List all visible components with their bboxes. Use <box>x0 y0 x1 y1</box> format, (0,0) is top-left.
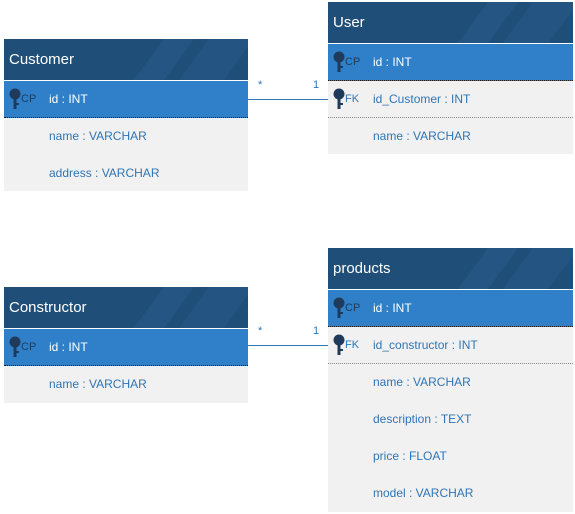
field-id: id : INT <box>49 92 88 106</box>
relation-line-constructor-products[interactable] <box>248 345 328 346</box>
products-entity[interactable]: products CP id : INT FK id_constructor :… <box>328 248 573 512</box>
key-icon <box>9 336 21 357</box>
key-label-cp: CP <box>345 56 361 68</box>
primary-key: CP <box>9 81 49 117</box>
header-stripes <box>134 39 248 80</box>
field-name: name : VARCHAR <box>49 129 147 143</box>
products-row-name[interactable]: name : VARCHAR <box>328 364 573 401</box>
products-row-id[interactable]: CP id : INT <box>328 290 573 327</box>
customer-entity[interactable]: Customer CP id : INT name : VARCHAR addr… <box>4 39 248 191</box>
user-entity-header: User <box>328 2 573 44</box>
products-row-id-constructor[interactable]: FK id_constructor : INT <box>328 327 573 364</box>
foreign-key: FK <box>333 81 373 117</box>
constructor-title: Constructor <box>9 299 87 316</box>
customer-entity-header: Customer <box>4 39 248 81</box>
key-icon <box>333 334 345 355</box>
customer-row-id[interactable]: CP id : INT <box>4 81 248 118</box>
products-title: products <box>333 260 391 277</box>
key-label-cp: CP <box>21 341 37 353</box>
cardinality-one: 1 <box>313 79 320 91</box>
products-row-model[interactable]: model : VARCHAR <box>328 475 573 512</box>
customer-row-address[interactable]: address : VARCHAR <box>4 155 248 192</box>
field-id: id : INT <box>373 55 412 69</box>
primary-key: CP <box>9 329 49 365</box>
customer-row-name[interactable]: name : VARCHAR <box>4 118 248 155</box>
user-entity[interactable]: User CP id : INT FK id_Customer : INT na… <box>328 2 573 154</box>
primary-key: CP <box>333 290 373 326</box>
field-name: name : VARCHAR <box>49 377 147 391</box>
key-icon <box>333 51 345 72</box>
cardinality-many: * <box>258 79 263 91</box>
user-title: User <box>333 14 365 31</box>
relation-line-customer-user[interactable] <box>248 99 328 100</box>
products-entity-header: products <box>328 248 573 290</box>
user-row-id-customer[interactable]: FK id_Customer : INT <box>328 81 573 118</box>
cardinality-many: * <box>258 325 263 337</box>
constructor-row-name[interactable]: name : VARCHAR <box>4 366 248 403</box>
user-row-id[interactable]: CP id : INT <box>328 44 573 81</box>
field-address: address : VARCHAR <box>49 166 160 180</box>
constructor-entity-header: Constructor <box>4 287 248 329</box>
user-row-name[interactable]: name : VARCHAR <box>328 118 573 155</box>
cardinality-one: 1 <box>313 325 320 337</box>
foreign-key: FK <box>333 327 373 363</box>
key-label-cp: CP <box>345 302 361 314</box>
key-icon <box>9 88 21 109</box>
field-id-customer: id_Customer : INT <box>373 92 471 106</box>
customer-title: Customer <box>9 51 75 68</box>
products-row-price[interactable]: price : FLOAT <box>328 438 573 475</box>
field-description: description : TEXT <box>373 412 472 426</box>
constructor-entity[interactable]: Constructor CP id : INT name : VARCHAR <box>4 287 248 403</box>
key-label-fk: FK <box>345 339 360 351</box>
key-icon <box>333 88 345 109</box>
field-model: model : VARCHAR <box>373 486 474 500</box>
primary-key: CP <box>333 44 373 80</box>
field-id: id : INT <box>49 340 88 354</box>
field-id-constructor: id_constructor : INT <box>373 338 478 352</box>
products-row-description[interactable]: description : TEXT <box>328 401 573 438</box>
key-icon <box>333 297 345 318</box>
header-stripes <box>458 248 573 289</box>
header-stripes <box>458 2 573 43</box>
field-price: price : FLOAT <box>373 449 447 463</box>
constructor-row-id[interactable]: CP id : INT <box>4 329 248 366</box>
key-label-fk: FK <box>345 93 360 105</box>
field-id: id : INT <box>373 301 412 315</box>
header-stripes <box>134 287 248 328</box>
field-name: name : VARCHAR <box>373 129 471 143</box>
key-label-cp: CP <box>21 93 37 105</box>
field-name: name : VARCHAR <box>373 375 471 389</box>
